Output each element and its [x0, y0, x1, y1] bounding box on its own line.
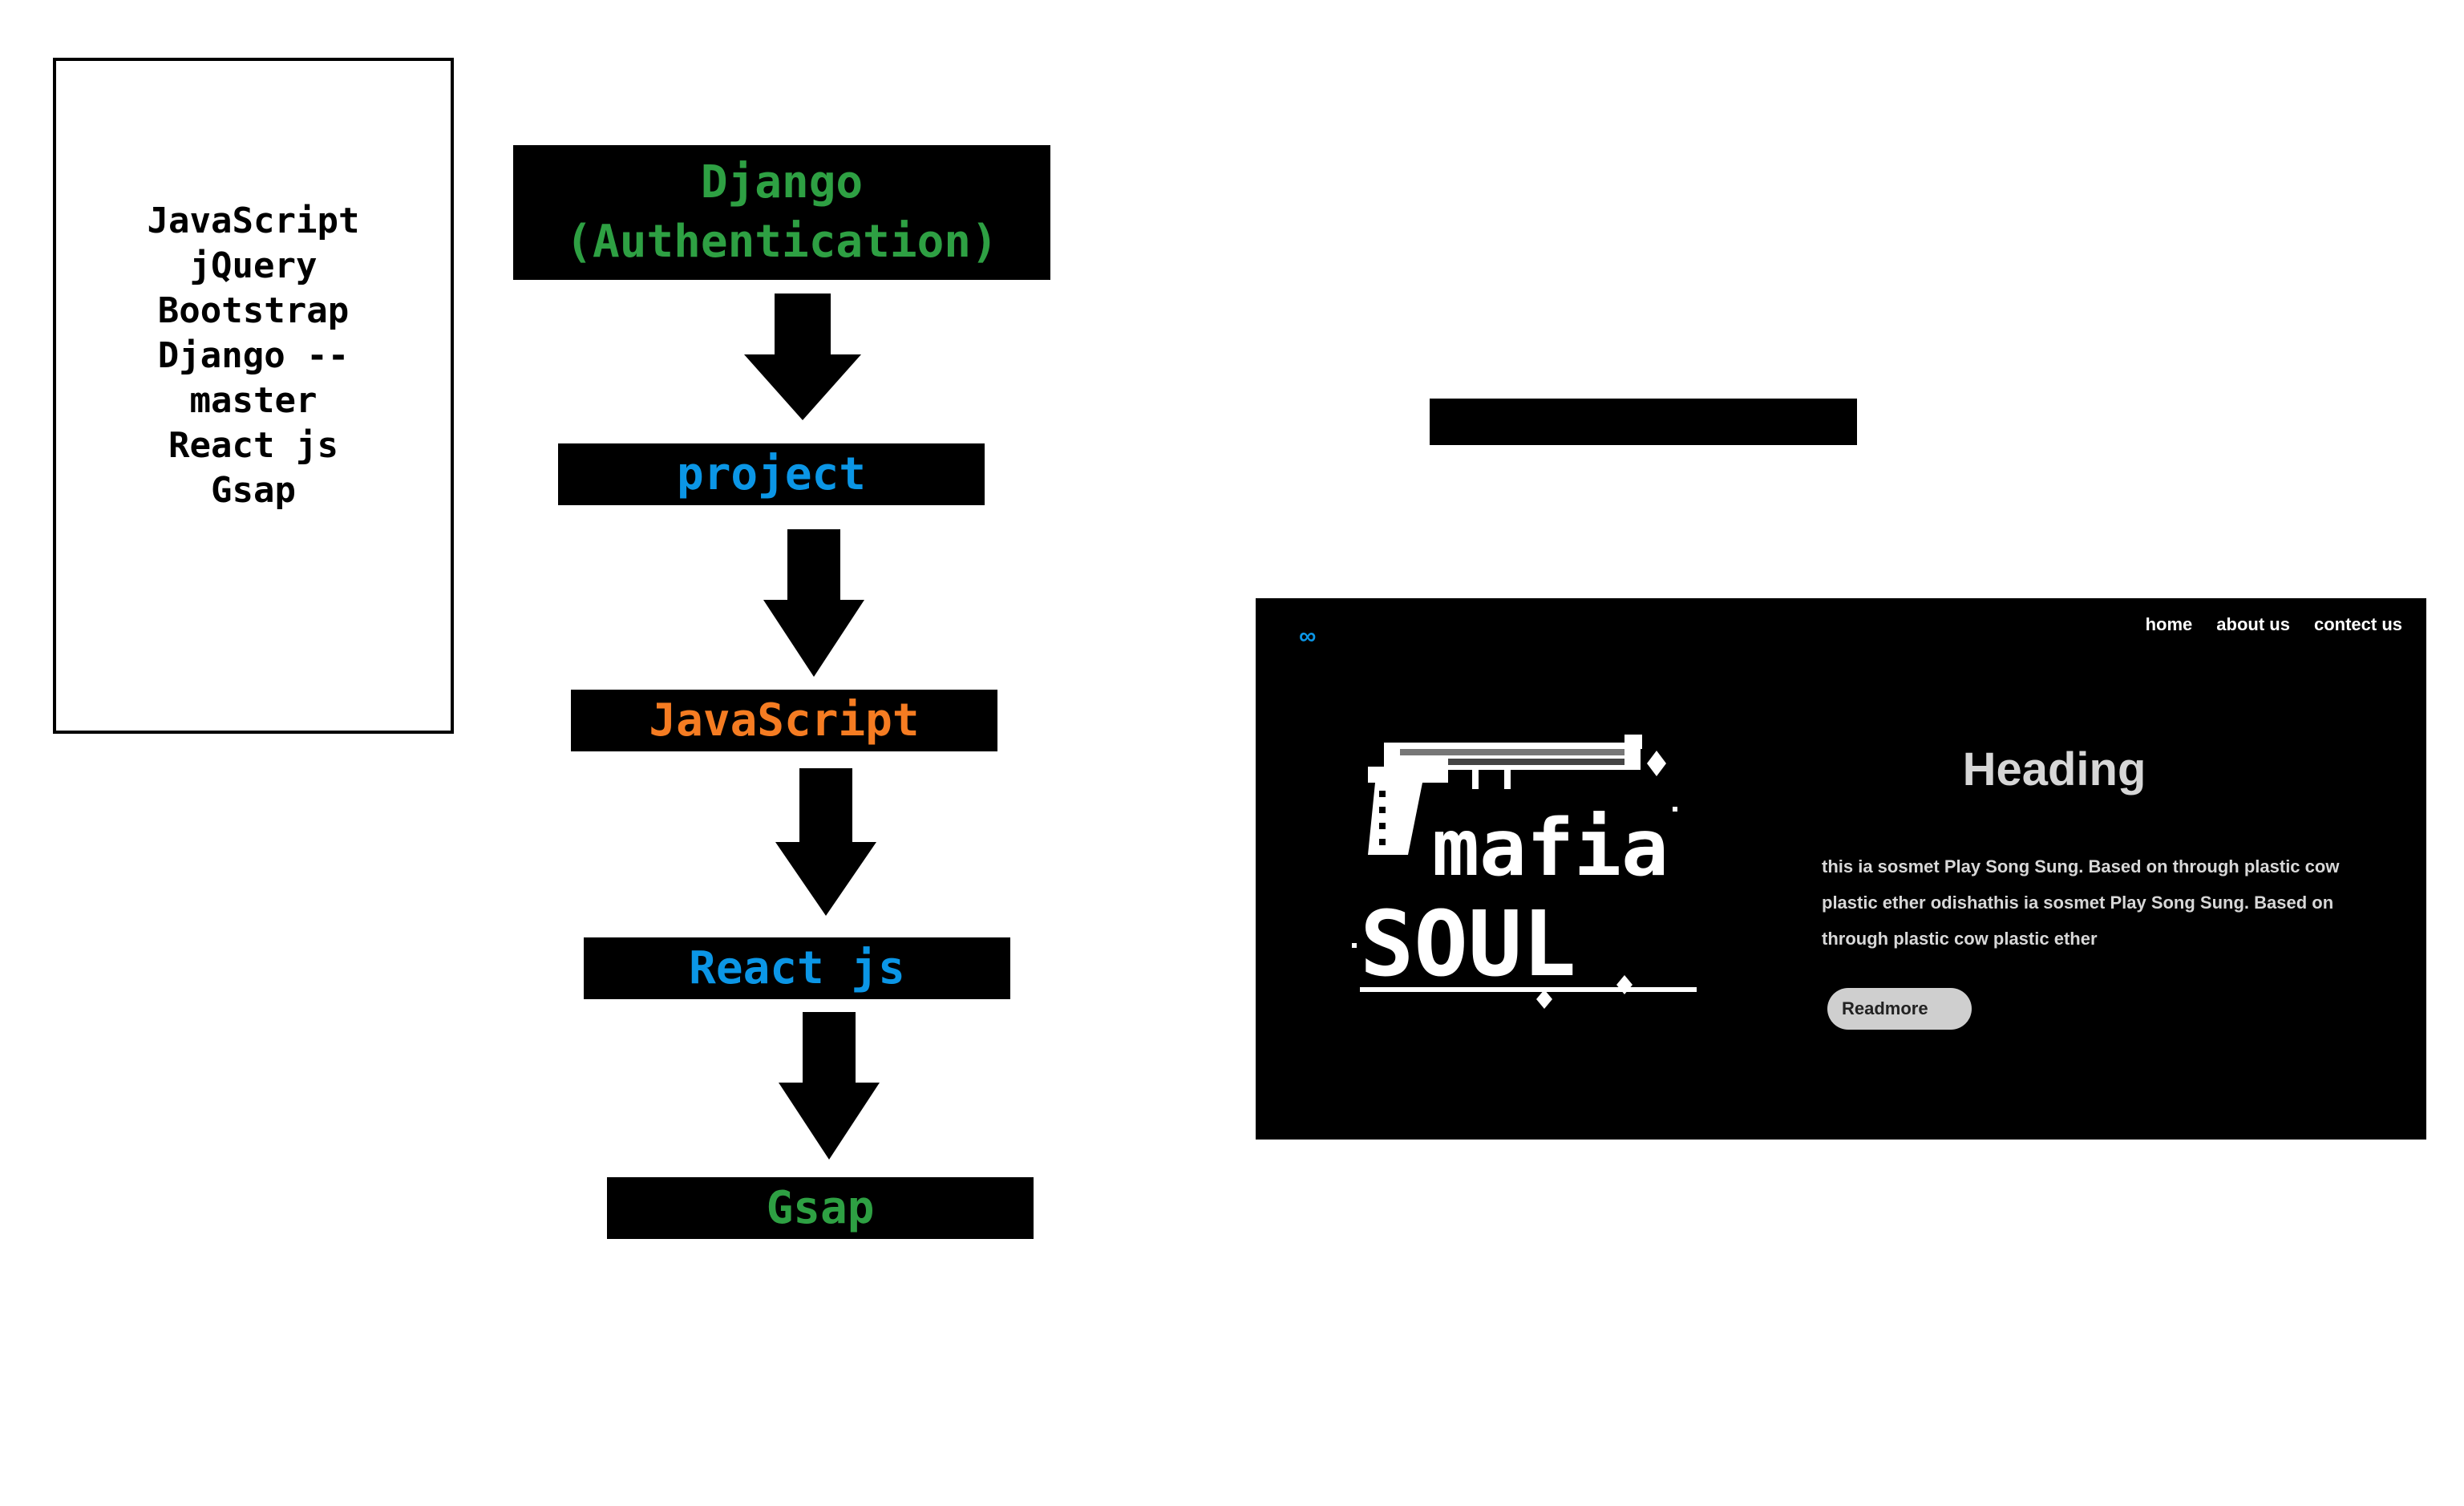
flow-node-gsap: Gsap: [607, 1177, 1034, 1239]
nav-link-home[interactable]: home: [2145, 614, 2193, 634]
flow-node-django-subtitle: (Authentication): [565, 216, 998, 268]
tech-item: Gsap: [211, 469, 296, 511]
nav-link-contact[interactable]: contect us: [2313, 614, 2402, 634]
tech-stack-box: JavaScript jQuery Bootstrap Django -- ma…: [53, 58, 454, 734]
tech-stack-list: JavaScript jQuery Bootstrap Django -- ma…: [148, 199, 360, 593]
hero-paragraph: this ia sosmet Play Song Sung. Based on …: [1822, 856, 2340, 949]
flow-node-gsap-label: Gsap: [766, 1182, 875, 1234]
art-text-mafia: mafia: [1432, 803, 1669, 894]
tech-item: master: [189, 379, 318, 421]
tech-item: JavaScript: [147, 200, 360, 241]
mafia-soul-logo-art: mafia SOUL: [1352, 735, 1697, 1009]
flow-node-project: project: [558, 443, 985, 505]
flow-node-javascript-label: JavaScript: [649, 694, 920, 747]
down-arrow-icon: [763, 529, 864, 677]
tech-item: Bootstrap: [157, 289, 350, 331]
nav-link-about[interactable]: about us: [2216, 614, 2290, 634]
hero-heading: Heading: [1962, 743, 2146, 796]
flow-node-project-label: project: [676, 448, 866, 500]
flow-node-javascript: JavaScript: [571, 690, 997, 751]
tech-item: jQuery: [189, 245, 318, 286]
down-arrow-icon: [744, 294, 861, 420]
pistol-icon: [1368, 735, 1666, 855]
flow-node-react-label: React js: [689, 942, 905, 994]
empty-black-bar: [1430, 399, 1857, 445]
art-text-soul: SOUL: [1360, 893, 1576, 997]
readmore-button[interactable]: Readmore: [1827, 988, 1972, 1030]
site-nav: home about us contect us: [2146, 614, 2402, 635]
down-arrow-icon: [779, 1012, 880, 1160]
tech-item: React js: [168, 424, 338, 466]
website-preview: ∞ home about us contect us mafia SOUL: [1256, 598, 2426, 1140]
flow-node-django: Django (Authentication): [513, 145, 1050, 280]
flow-node-django-title: Django: [700, 156, 864, 208]
down-arrow-icon: [775, 768, 876, 916]
infinity-logo-icon[interactable]: ∞: [1299, 623, 1317, 650]
flow-node-react: React js: [584, 937, 1010, 999]
tech-item: Django --: [157, 334, 350, 376]
